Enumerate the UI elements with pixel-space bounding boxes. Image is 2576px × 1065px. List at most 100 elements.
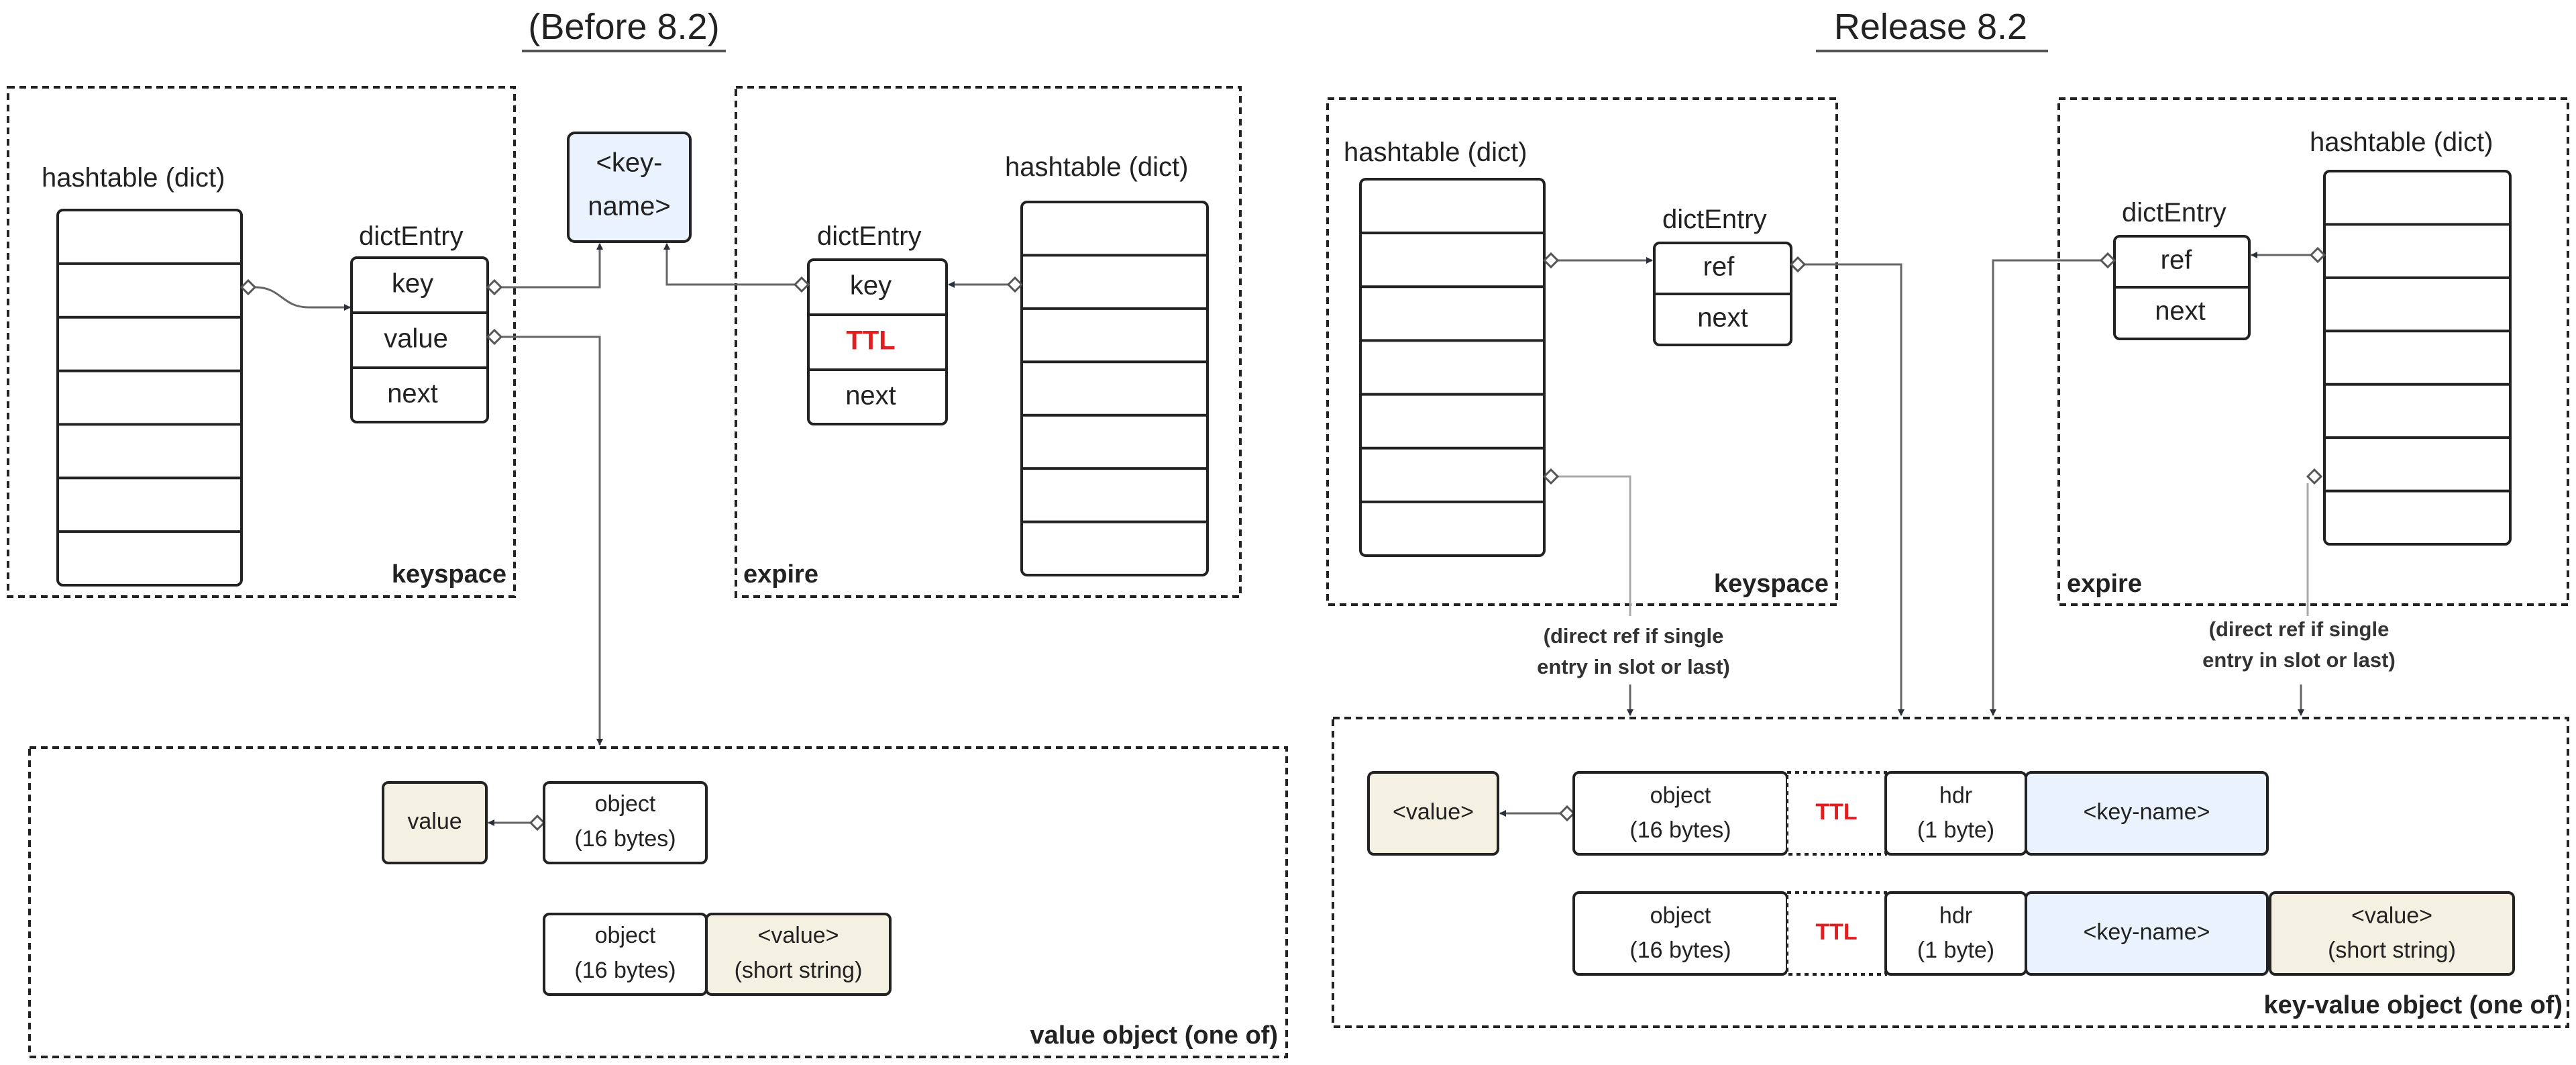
hdr-box-text: hdr <box>1939 783 1972 809</box>
note-line2: entry in slot or last) <box>1537 655 1730 678</box>
keyspace-label-new: keyspace <box>1714 570 1829 598</box>
hdr-box-text: (1 byte) <box>1917 937 1994 963</box>
diamond-icon <box>1542 252 1560 269</box>
object-line1: object <box>595 923 656 948</box>
value-box-text: <value> <box>1393 799 1474 825</box>
expire-region <box>735 86 1242 598</box>
keyname-box <box>567 132 692 243</box>
ttl-box <box>1786 771 1887 856</box>
diamond-icon <box>1789 256 1807 273</box>
hdr-box-text: hdr <box>1939 903 1972 929</box>
dictentry-box <box>350 256 489 423</box>
diamond-icon <box>486 278 503 296</box>
kv-object-region <box>1332 717 2569 1028</box>
expire-dictentry-box <box>807 258 948 425</box>
keyname-box <box>2025 771 2269 856</box>
hashtable-frame <box>1359 178 1546 557</box>
value-box <box>382 781 488 864</box>
title-release: Release 8.2 <box>1834 7 2027 47</box>
expire-key-to-keyname-arrow <box>663 243 795 286</box>
expire-dictentry-ref: ref <box>2161 246 2193 275</box>
kv-object-label: key-value object (one of) <box>2263 991 2563 1019</box>
hashtable-label: hashtable (dict) <box>42 163 225 193</box>
hashtable-new <box>1359 178 1546 557</box>
expire-note-line2: entry in slot or last) <box>2202 648 2396 672</box>
short-value-box-text: <value> <box>2351 903 2432 929</box>
expire-dictentry-next: next <box>845 381 896 411</box>
short-value-box <box>2269 891 2515 976</box>
dictentry-ref: ref <box>1703 252 1735 282</box>
note-line1: (direct ref if single <box>1544 624 1724 648</box>
object-box-text: object <box>1650 783 1711 809</box>
diamond-icon <box>529 814 546 831</box>
keyspace-region <box>7 86 516 598</box>
dictentry-label: dictEntry <box>359 221 464 251</box>
expire-note-line1: (direct ref if single <box>2209 617 2390 641</box>
object-line2: (16 bytes) <box>574 958 676 983</box>
value-box <box>1367 771 1499 856</box>
keyname-line2: name> <box>588 192 670 221</box>
ttl-box-text: TTL <box>1815 799 1857 825</box>
object-box-text: (16 bytes) <box>1629 937 1731 963</box>
expire-dictentry-label: dictEntry <box>817 221 922 251</box>
expire-dictentry-key: key <box>850 271 892 301</box>
dictentry-label-new: dictEntry <box>1662 205 1767 234</box>
object-box-text: (16 bytes) <box>1629 817 1731 843</box>
hashtable-frame <box>2323 170 2512 546</box>
object-line2: (16 bytes) <box>574 826 676 852</box>
hashtable <box>56 209 243 587</box>
keyspace-region-new <box>1326 97 1838 606</box>
diamond-icon <box>239 278 257 296</box>
expire-hashtable-new <box>2323 170 2512 546</box>
value-to-object-arrow <box>501 336 603 746</box>
bucket-to-entry-arrow <box>254 286 351 311</box>
expire-dictentry-next: next <box>2155 297 2206 326</box>
expire-label-new: expire <box>2067 570 2142 598</box>
key-to-keyname-arrow <box>501 243 603 289</box>
expire-hashtable-label: hashtable (dict) <box>1005 152 1188 182</box>
ttl-box-text: TTL <box>1815 919 1857 945</box>
hashtable-frame <box>56 209 243 587</box>
short-value-line2: (short string) <box>735 958 863 983</box>
expire-hashtable-label-new: hashtable (dict) <box>2310 128 2493 157</box>
value-text: value <box>407 809 462 834</box>
diamond-icon <box>2099 252 2116 269</box>
ttl-box <box>1786 891 1887 976</box>
diamond-icon <box>793 276 810 293</box>
expire-label: expire <box>743 560 818 589</box>
value-object-label: value object (one of) <box>1030 1021 1278 1050</box>
dictentry-next: next <box>1697 303 1748 333</box>
short-value-box-text: (short string) <box>2328 937 2456 963</box>
diamond-icon <box>1006 276 1024 293</box>
diamond-icon <box>2306 468 2323 485</box>
expire-hashtable <box>1020 201 1209 576</box>
diamond-icon <box>486 328 503 346</box>
hashtable-label-new: hashtable (dict) <box>1344 138 1527 167</box>
expire-dictentry-label-new: dictEntry <box>2122 198 2226 227</box>
expire-region-new <box>2057 97 2569 606</box>
diamond-icon <box>2309 246 2326 264</box>
short-value-box <box>705 913 892 996</box>
dictentry-next: next <box>387 379 438 409</box>
title-before: (Before 8.2) <box>528 7 719 47</box>
expire-dictentry-ttl: TTL <box>846 326 895 356</box>
hashtable-frame <box>1020 201 1209 576</box>
object-box-text: object <box>1650 903 1711 929</box>
diamond-icon <box>1558 805 1576 822</box>
keyname-box-text: <key-name> <box>2084 799 2210 825</box>
keyname-box-text: <key-name> <box>2084 919 2210 945</box>
keyspace-label: keyspace <box>392 560 506 589</box>
object-line1: object <box>595 791 656 817</box>
direct-ref-line <box>1558 475 1631 616</box>
object-box <box>543 781 708 864</box>
keyname-box <box>2025 891 2269 976</box>
keyname-line1: <key- <box>596 148 663 178</box>
ref-to-kv-arrow <box>1805 263 1904 716</box>
dictentry-key: key <box>392 269 433 299</box>
diamond-icon <box>1542 468 1560 485</box>
value-object-region <box>28 746 1288 1058</box>
expire-ref-to-kv-arrow <box>1990 259 2101 716</box>
short-value-line1: <value> <box>758 923 839 948</box>
hdr-box-text: (1 byte) <box>1917 817 1994 843</box>
